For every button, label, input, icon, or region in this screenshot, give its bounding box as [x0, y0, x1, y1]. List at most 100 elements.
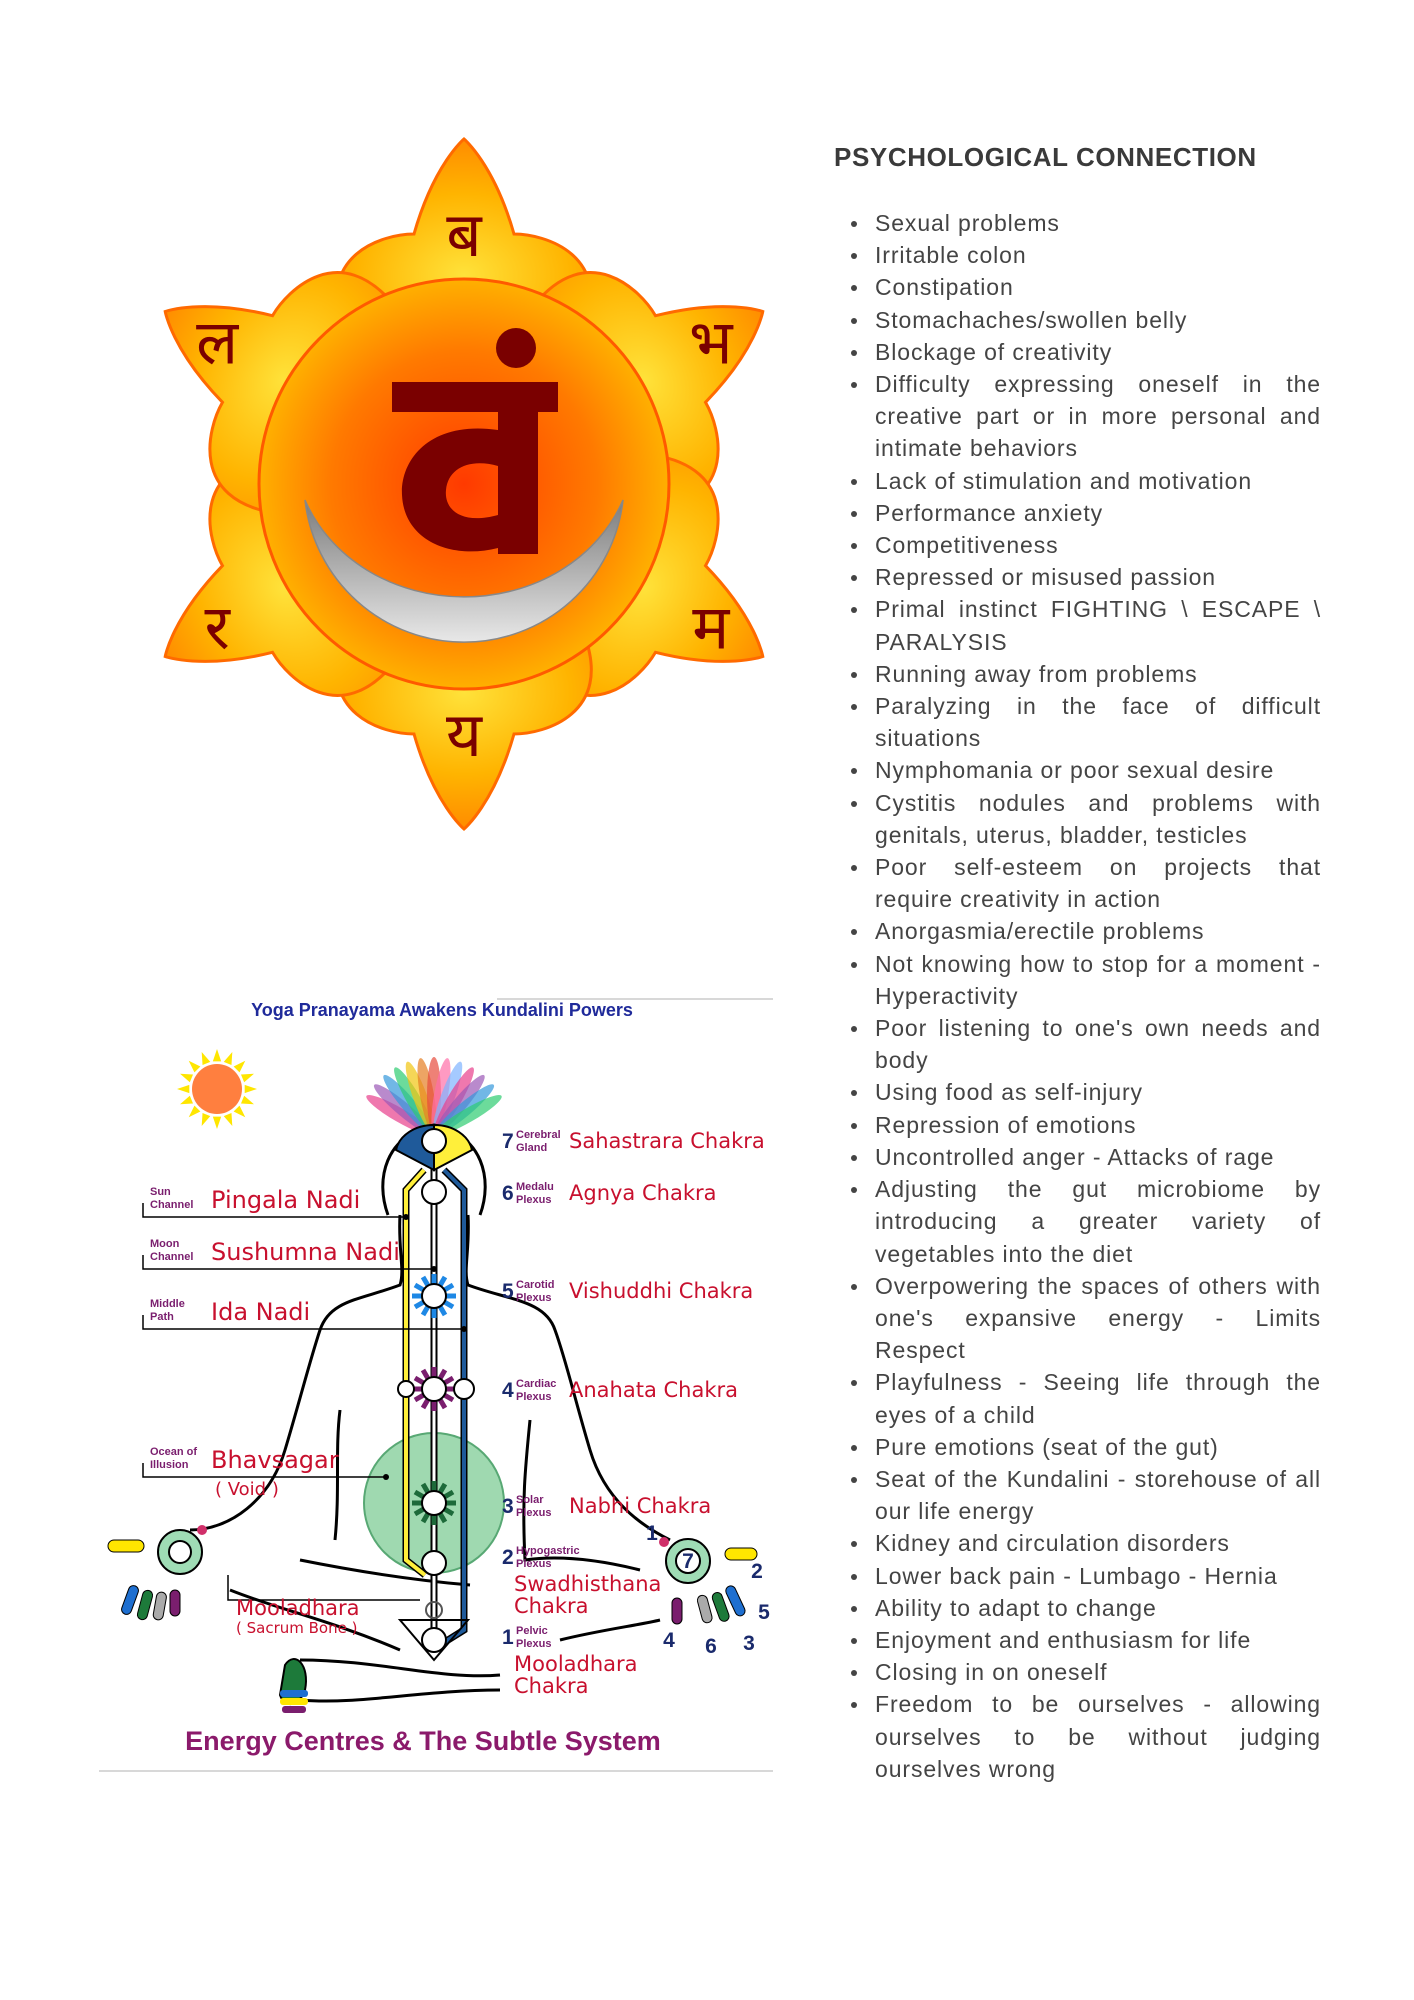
- bullet-icon: [851, 253, 857, 260]
- sun-icon: [177, 1049, 257, 1129]
- bullet-icon: [851, 929, 857, 936]
- label-leader-lines: [142, 1203, 464, 1601]
- list-item: Competitiveness: [851, 529, 1321, 561]
- void-label: ( Void ): [215, 1479, 279, 1500]
- list-item-text: Repressed or misused passion: [875, 564, 1216, 591]
- nadi-name: Sushumna Nadi: [211, 1238, 400, 1266]
- chakra-plexus-label: Plexus: [516, 1194, 551, 1206]
- list-item: Paralyzing in the face of difficult situ…: [851, 690, 1321, 754]
- nadi-small-label: Channel: [150, 1251, 193, 1263]
- chakra-number: 1: [502, 1626, 514, 1649]
- bullet-icon: [851, 221, 857, 227]
- crown-lotus-icon: [366, 1057, 502, 1135]
- chakra-plexus-label: Medalu: [516, 1181, 554, 1193]
- sacrum-sub-label: ( Sacrum Bone ): [236, 1619, 357, 1637]
- chakra-number: 5: [502, 1280, 514, 1303]
- list-item: Pure emotions (seat of the gut): [851, 1431, 1321, 1463]
- list-item: Lack of stimulation and motivation: [851, 465, 1321, 497]
- finger-number: 4: [663, 1629, 675, 1652]
- list-item: Nymphomania or poor sexual desire: [851, 754, 1321, 786]
- chakra-name: Sahastrara Chakra: [569, 1129, 765, 1153]
- finger-number: 1: [646, 1522, 658, 1545]
- chakra-number: 3: [502, 1495, 514, 1518]
- petal-letter: र: [205, 591, 232, 664]
- chakra-plexus-label: Cardiac: [516, 1378, 556, 1390]
- chakra-name: Chakra: [514, 1674, 589, 1698]
- palm-number: 7: [682, 1550, 694, 1573]
- left-hand-icon: [107, 1525, 207, 1621]
- chakra-plexus-label: Plexus: [516, 1507, 551, 1519]
- chakra-node: [421, 1179, 447, 1205]
- bullet-icon: [851, 1090, 857, 1097]
- bullet-icon: [851, 607, 857, 614]
- list-item-text: Sexual problems: [875, 210, 1060, 236]
- bullet-icon: [851, 800, 857, 807]
- list-item-text: Competitiveness: [875, 532, 1059, 559]
- list-item-text: Seat of the Kundalini - storehouse of al…: [875, 1465, 1321, 1525]
- list-item: Playfulness - Seeing life through the ey…: [851, 1366, 1321, 1430]
- finger-number: 5: [758, 1601, 770, 1624]
- chakra-number: 2: [502, 1546, 514, 1569]
- list-item-text: Lack of stimulation and motivation: [875, 467, 1253, 494]
- chakra-node: [421, 1376, 447, 1402]
- diagram-title: Yoga Pranayama Awakens Kundalini Powers: [251, 1000, 633, 1020]
- list-item: Freedom to be ourselves - allowing ourse…: [851, 1688, 1321, 1785]
- nadi-small-label: Moon: [150, 1238, 180, 1250]
- list-item: Overpowering the spaces of others with o…: [851, 1270, 1321, 1367]
- chakra-node: [421, 1283, 447, 1309]
- pingala-channel: [404, 1168, 427, 1577]
- list-item: Ability to adapt to change: [851, 1592, 1321, 1624]
- chakra-plexus-label: Plexus: [516, 1558, 551, 1570]
- chakra-name: Chakra: [514, 1594, 589, 1618]
- list-item-text: Overpowering the spaces of others with o…: [875, 1272, 1321, 1364]
- list-item: Adjusting the gut microbiome by introduc…: [851, 1173, 1321, 1270]
- nadi-small-label: Ocean of: [150, 1446, 197, 1458]
- chakra-plexus-label: Plexus: [516, 1391, 551, 1403]
- list-item-text: Repression of emotions: [875, 1111, 1137, 1138]
- bullet-icon: [851, 317, 857, 324]
- bullet-icon: [851, 865, 857, 872]
- nadi-small-label: Path: [150, 1311, 174, 1323]
- bullet-icon: [851, 1283, 857, 1290]
- list-item: Primal instinct FIGHTING \ ESCAPE \ PARA…: [851, 593, 1321, 657]
- chakra-plexus-label: Carotid: [516, 1279, 555, 1291]
- list-item-text: Uncontrolled anger - Attacks of rage: [875, 1143, 1275, 1170]
- chakra-plexus-label: Hypogastric: [516, 1545, 580, 1557]
- petal-letter: ब: [446, 198, 483, 271]
- bullet-icon: [851, 1702, 857, 1709]
- bullet-icon: [851, 285, 857, 292]
- list-item-text: Closing in on oneself: [875, 1659, 1108, 1686]
- list-item-text: Performance anxiety: [875, 499, 1104, 526]
- list-item-text: Primal instinct FIGHTING \ ESCAPE \ PARA…: [875, 596, 1321, 655]
- bullet-icon: [851, 1154, 857, 1161]
- list-item-text: Difficulty expressing oneself in the cre…: [875, 371, 1321, 462]
- list-item: Anorgasmia/erectile problems: [851, 915, 1321, 947]
- sacrum-triangle: [397, 1619, 471, 1662]
- chakra-name: Mooladhara: [514, 1652, 638, 1676]
- list-item: Stomachaches/swollen belly: [851, 304, 1321, 336]
- list-item: Poor self-esteem on projects that requir…: [851, 851, 1321, 915]
- petal-letter: य: [446, 698, 483, 771]
- chakra-plexus-label: Solar: [516, 1494, 544, 1506]
- list-item-text: Lower back pain - Lumbago - Hernia: [875, 1562, 1278, 1589]
- sacrum-label: Mooladhara: [236, 1596, 360, 1620]
- list-item: Lower back pain - Lumbago - Hernia: [851, 1560, 1321, 1592]
- list-item-text: Pure emotions (seat of the gut): [875, 1433, 1219, 1460]
- list-item-text: Blockage of creativity: [875, 338, 1113, 365]
- list-item-text: Adjusting the gut microbiome by introduc…: [875, 1176, 1321, 1267]
- list-item-text: Not knowing how to stop for a moment - H…: [875, 950, 1321, 1009]
- list-item: Irritable colon: [851, 239, 1321, 271]
- bullet-icon: [851, 961, 857, 968]
- subtle-system-diagram: Yoga Pranayama Awakens Kundalini Powers: [99, 998, 773, 1772]
- bullet-icon: [851, 1541, 857, 1548]
- list-item: Cystitis nodules and problems with genit…: [851, 787, 1321, 851]
- list-item-text: Constipation: [875, 274, 1014, 301]
- nadi-name: Pingala Nadi: [211, 1186, 360, 1214]
- chakra-number: 4: [502, 1379, 514, 1402]
- bullet-icon: [851, 1670, 857, 1677]
- bullet-icon: [851, 704, 857, 711]
- petal-letter: म: [692, 591, 730, 664]
